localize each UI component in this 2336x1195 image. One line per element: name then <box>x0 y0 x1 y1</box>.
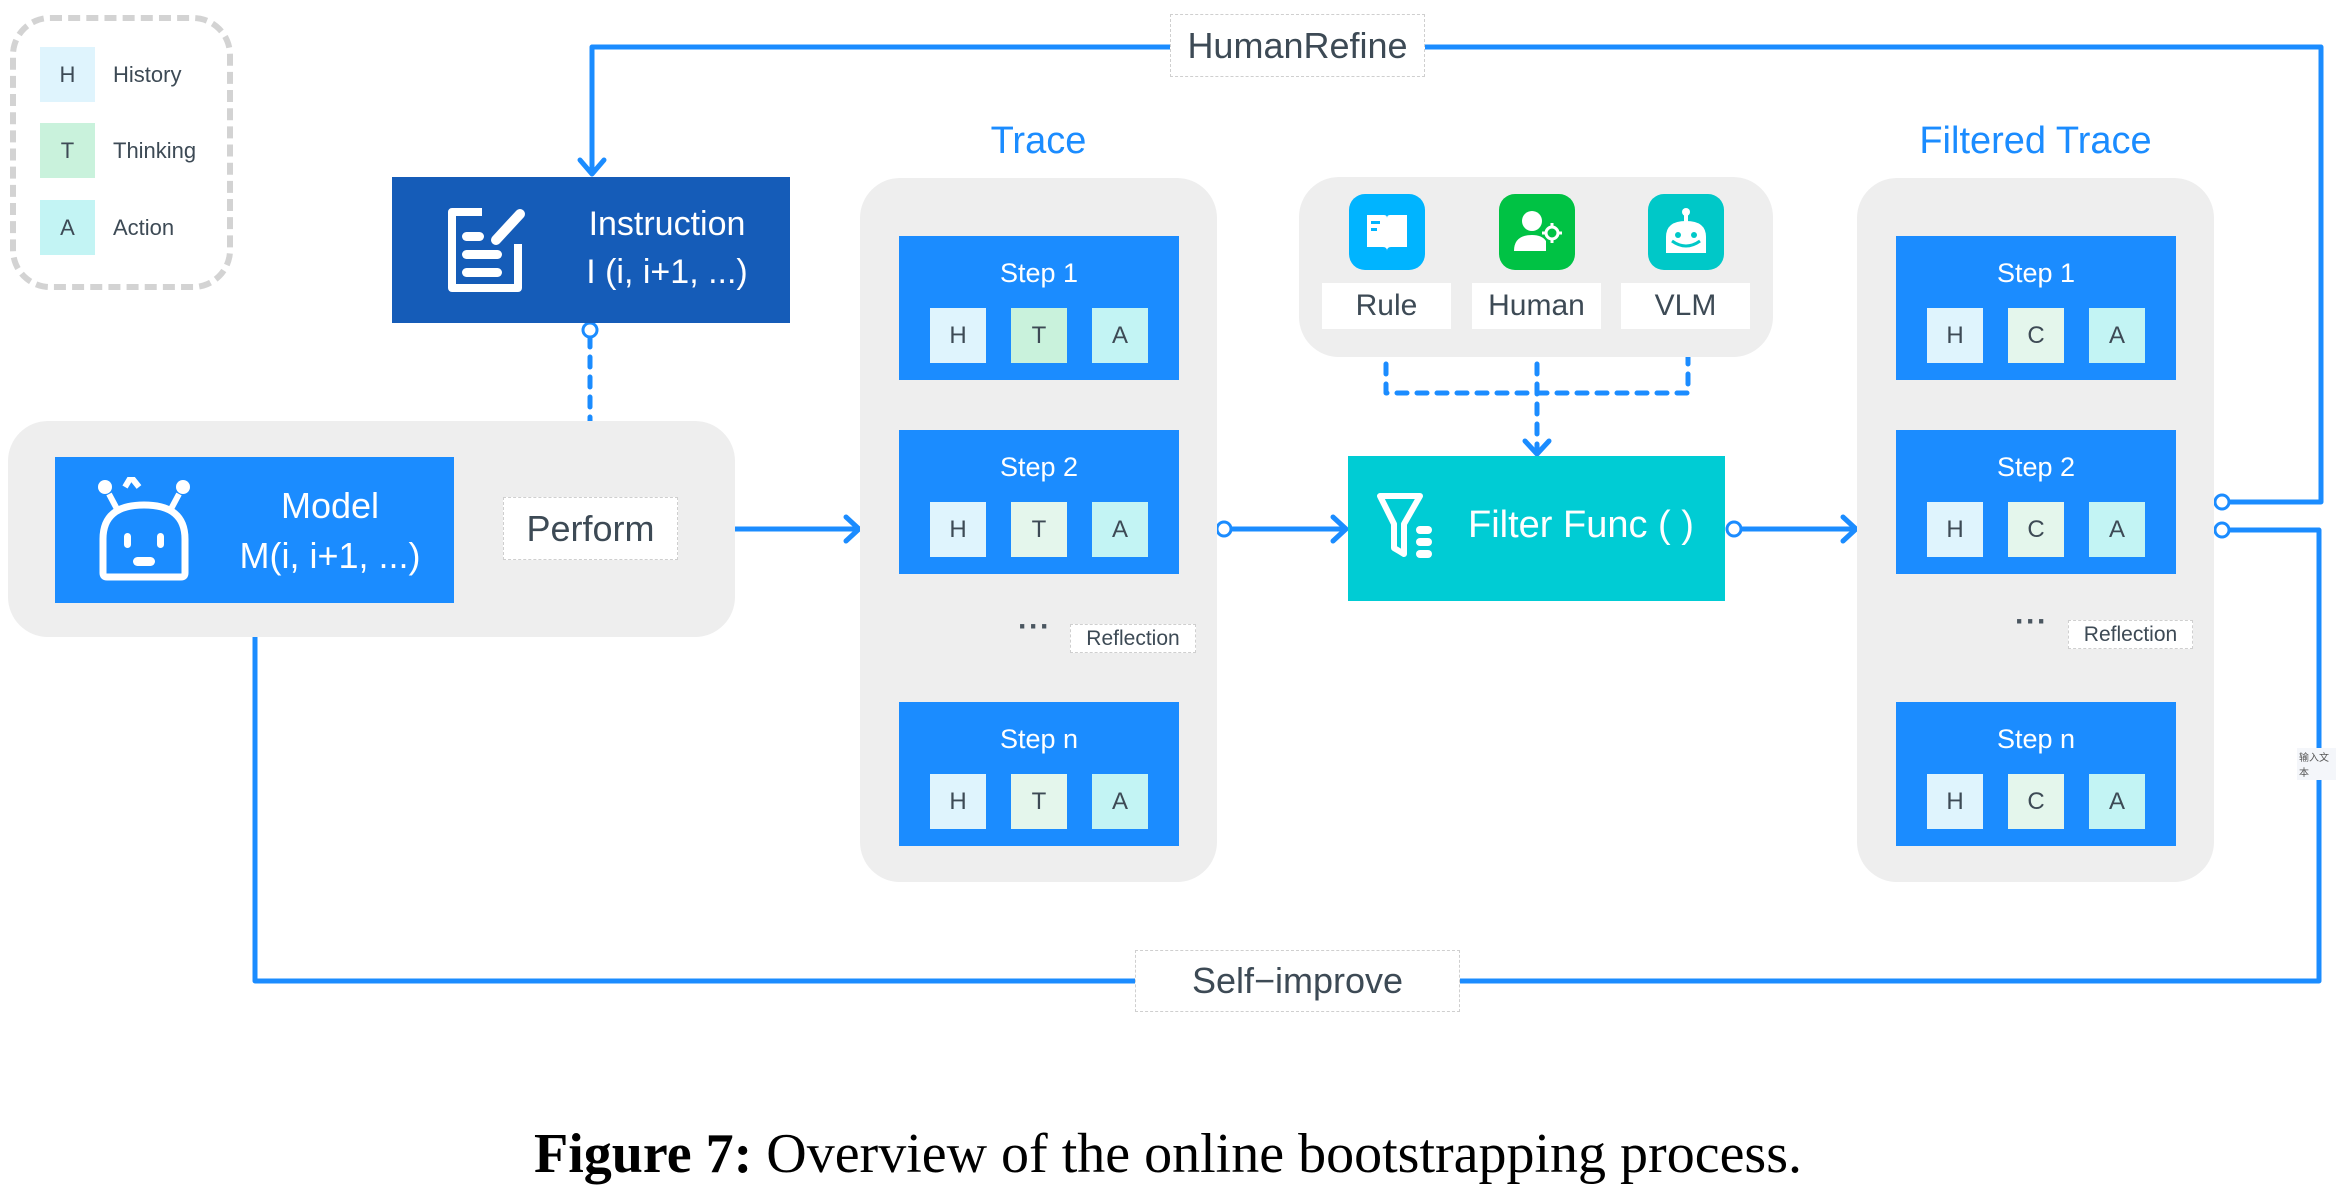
critic-cell: C <box>2008 502 2064 557</box>
filter-func-node: Filter Func ( ) <box>1348 456 1725 601</box>
filtered-ellipsis: ··· <box>2015 605 2048 638</box>
history-cell: H <box>1927 308 1983 363</box>
trace-ellipsis: ··· <box>1018 610 1051 643</box>
perform-label: Perform <box>503 497 678 560</box>
placeholder-note: 输入文本 <box>2297 748 2336 780</box>
human-refine-arrowhead <box>577 157 607 177</box>
action-cell: A <box>2089 308 2145 363</box>
caption-label: Figure 7: <box>533 1123 753 1185</box>
legend-label-history: History <box>113 61 182 87</box>
legend-label-action: Action <box>113 214 175 240</box>
action-cell: A <box>1092 774 1148 829</box>
thinking-cell: T <box>1011 308 1067 363</box>
vlm-label: VLM <box>1621 283 1750 329</box>
vlm-source <box>1648 194 1724 270</box>
trace-step-1: Step 1 H T A <box>899 236 1179 380</box>
legend-item-history: H History <box>40 47 181 102</box>
instruction-title: Instruction <box>588 205 746 243</box>
self-improve-label: Self−improve <box>1135 950 1460 1012</box>
instruction-node: Instruction I (i, i+1, ...) <box>392 177 790 323</box>
filter-filtered-arrowhead <box>1840 514 1859 544</box>
filter-port <box>1725 520 1743 538</box>
filtered-reflection-label: Reflection <box>2068 620 2193 649</box>
trace-filter-arrowhead <box>1330 514 1349 544</box>
trace-port <box>1215 520 1233 538</box>
sources-filter-arrowhead <box>1522 438 1552 457</box>
human-label: Human <box>1472 283 1601 329</box>
filtered-step-2: Step 2 H C A <box>1896 430 2176 574</box>
filter-func-label: Filter Func ( ) <box>1468 504 1694 546</box>
rule-label: Rule <box>1322 283 1451 329</box>
human-source <box>1499 194 1575 270</box>
filtered-step-n: Step n H C A <box>1896 702 2176 846</box>
action-cell: A <box>2089 774 2145 829</box>
legend-label-thinking: Thinking <box>113 137 197 163</box>
thinking-cell: T <box>1011 502 1067 557</box>
critic-cell: C <box>2008 308 2064 363</box>
trace-title: Trace <box>990 120 1087 162</box>
trace-step-2: Step 2 H T A <box>899 430 1179 574</box>
sources-to-filter-dotted <box>1383 341 1691 455</box>
legend-item-thinking: T Thinking <box>40 123 196 178</box>
thinking-cell: T <box>1011 774 1067 829</box>
history-cell: H <box>930 502 986 557</box>
step-title: Step 1 <box>1996 258 2076 288</box>
legend-swatch-history: H <box>40 47 95 102</box>
model-subtitle: M(i, i+1, ...) <box>239 535 421 576</box>
caption-text: Overview of the online bootstrapping pro… <box>766 1123 1803 1185</box>
legend-item-action: A Action <box>40 200 174 255</box>
model-node: Model M(i, i+1, ...) <box>55 457 454 603</box>
step-title: Step 2 <box>999 452 1079 482</box>
action-cell: A <box>1092 502 1148 557</box>
human-refine-label: HumanRefine <box>1170 14 1425 77</box>
step-title: Step 2 <box>1996 452 2076 482</box>
trace-step-n: Step n H T A <box>899 702 1179 846</box>
filtered-port-bottom <box>2213 521 2231 539</box>
action-cell: A <box>2089 502 2145 557</box>
user-gear-icon <box>1514 211 1562 251</box>
legend: H History T Thinking A Action <box>10 15 233 290</box>
history-cell: H <box>1927 502 1983 557</box>
robot-icon <box>98 477 190 581</box>
rule-source <box>1349 194 1425 270</box>
step-title: Step n <box>999 724 1079 754</box>
figure-caption: Figure 7: Overview of the online bootstr… <box>0 1122 2336 1186</box>
document-edit-icon <box>448 208 525 292</box>
instruction-subtitle: I (i, i+1, ...) <box>586 253 748 291</box>
history-cell: H <box>1927 774 1983 829</box>
model-title: Model <box>280 485 380 526</box>
step-title: Step 1 <box>999 258 1079 288</box>
filtered-port-top <box>2213 493 2231 511</box>
legend-swatch-thinking: T <box>40 123 95 178</box>
trace-reflection-label: Reflection <box>1070 624 1196 653</box>
legend-swatch-action: A <box>40 200 95 255</box>
filtered-trace-title: Filtered Trace <box>1919 120 2152 162</box>
history-cell: H <box>930 774 986 829</box>
book-icon <box>1367 215 1407 251</box>
filter-list-icon <box>1377 493 1432 558</box>
action-cell: A <box>1092 308 1148 363</box>
history-cell: H <box>930 308 986 363</box>
filtered-step-1: Step 1 H C A <box>1896 236 2176 380</box>
robot-icon <box>1666 208 1706 253</box>
perform-trace-arrowhead <box>843 514 862 544</box>
instruction-port <box>581 321 599 339</box>
step-title: Step n <box>1996 724 2076 754</box>
critic-cell: C <box>2008 774 2064 829</box>
